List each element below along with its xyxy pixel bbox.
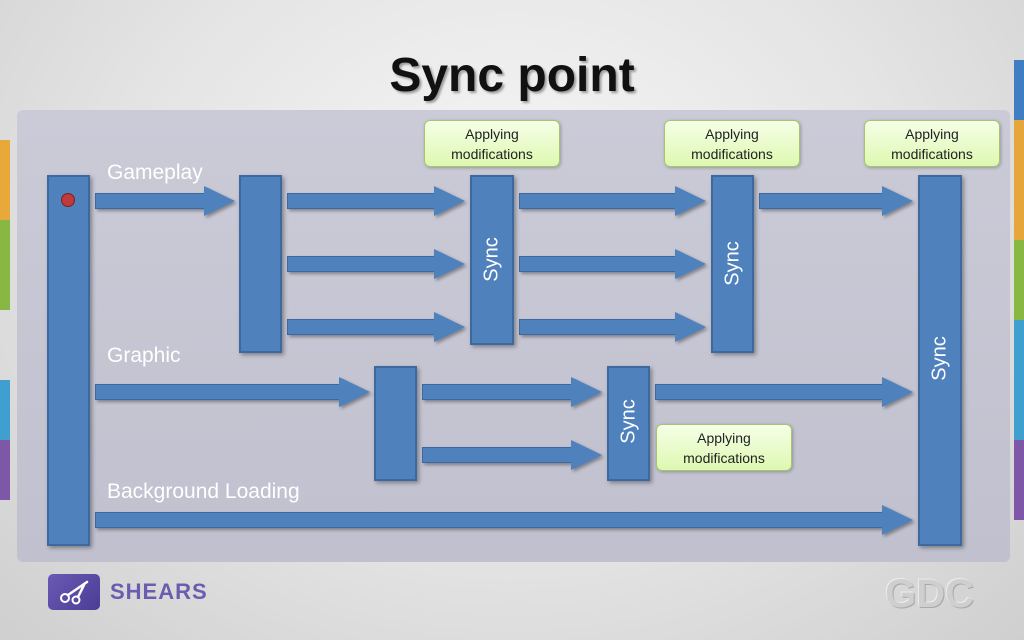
sync-label-2: Sync [721,241,744,286]
callout-text: Applying modifications [683,430,765,466]
track-label-gameplay: Gameplay [107,161,203,184]
arrow-gameplay-2c [287,312,465,342]
callout-applying-modifications-3: Applying modifications [864,120,1000,167]
arrow-gameplay-2a [287,186,465,216]
sync-label-4: Sync [928,336,951,381]
sync-block-gameplay-1 [470,175,514,345]
arrow-gameplay-4 [759,186,913,216]
arrow-gameplay-3c [519,312,706,342]
arrow-gameplay-3a [519,186,706,216]
sync-label-1: Sync [480,237,503,282]
start-marker [61,193,75,207]
sync-label-3: Sync [617,399,640,444]
arrow-graphic-2b [422,440,602,470]
sync-block-graphic [607,366,650,481]
graphic-task-block [374,366,417,481]
arrow-gameplay-2b [287,249,465,279]
arrow-graphic-1 [95,377,370,407]
track-label-background-loading: Background Loading [107,480,300,503]
arrow-gameplay-1 [95,186,235,216]
slide-title: Sync point [389,49,635,102]
callout-text: Applying modifications [691,126,773,162]
shears-logo-text: SHEARS [110,579,208,604]
gdc-logo: GDC [885,572,974,616]
callout-text: Applying modifications [451,126,533,162]
sync-block-final [918,175,962,546]
gameplay-task-block [239,175,282,353]
arrow-graphic-3 [655,377,913,407]
track-label-graphic: Graphic [107,344,181,367]
scissors-icon [48,574,100,610]
callout-applying-modifications-2: Applying modifications [664,120,800,167]
start-block [47,175,90,546]
left-color-stripes [0,0,10,640]
callout-applying-modifications-4: Applying modifications [656,424,792,471]
sync-block-gameplay-2 [711,175,754,353]
callout-text: Applying modifications [891,126,973,162]
right-color-stripes [1014,0,1024,640]
arrow-graphic-2a [422,377,602,407]
shears-logo: SHEARS [48,572,208,612]
arrow-gameplay-3b [519,249,706,279]
arrow-background-loading [95,505,913,535]
callout-applying-modifications-1: Applying modifications [424,120,560,167]
